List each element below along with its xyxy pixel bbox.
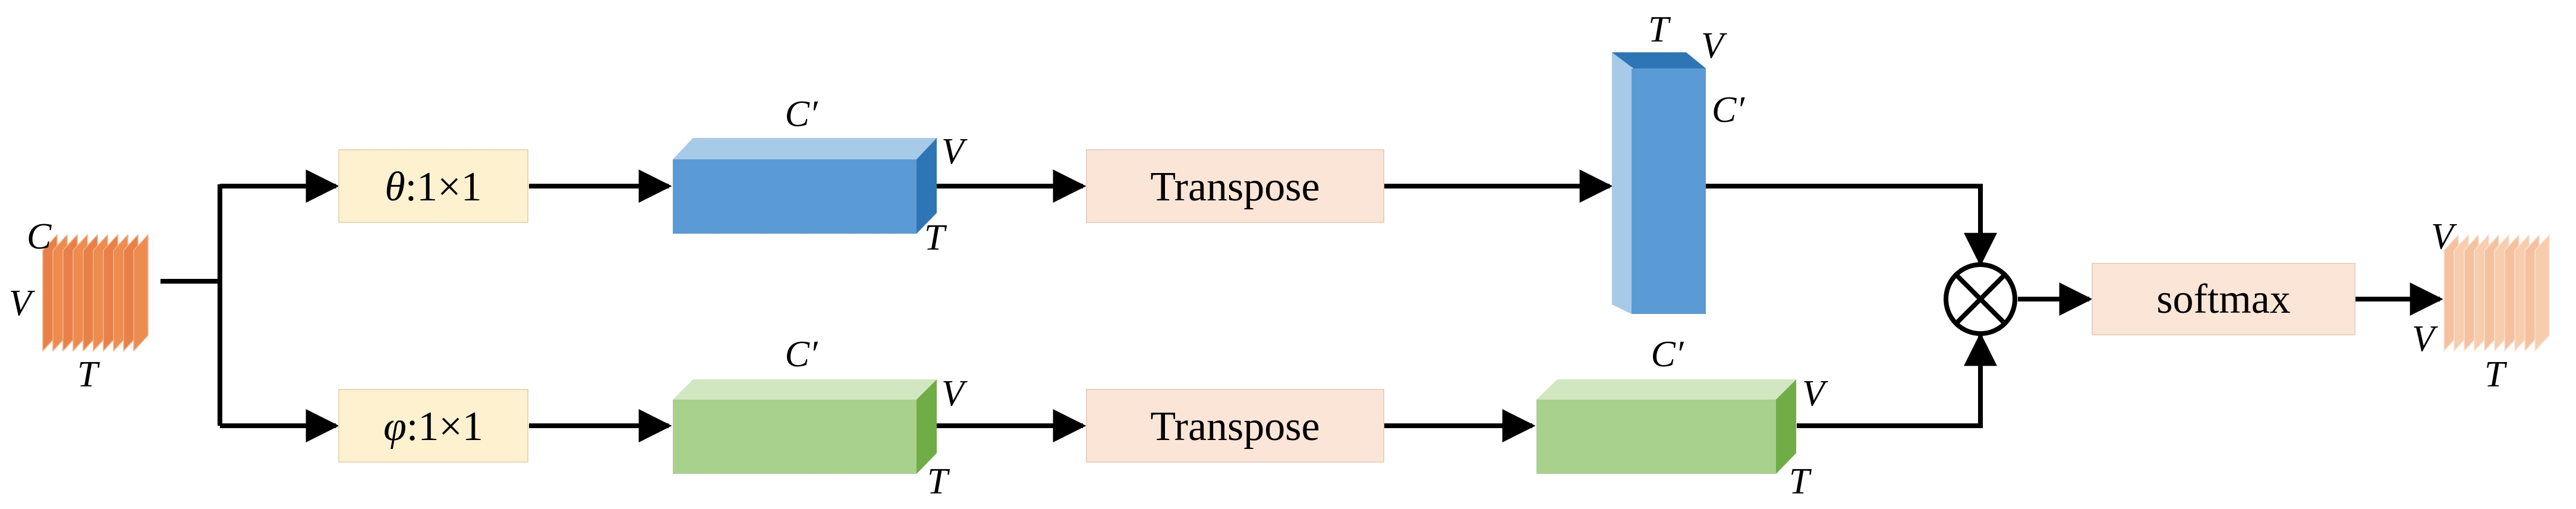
bottom-green-tensor-front-face [673, 400, 917, 474]
theta-conv-box: θ:1×1 [338, 149, 528, 223]
svg-text:θ:1×1: θ:1×1 [385, 164, 481, 210]
phi-symbol: φ [383, 404, 407, 450]
bottom-transposed-tensor-front-face [1536, 400, 1776, 474]
softmax-box: softmax [2092, 263, 2355, 335]
bottom-green-tensor-side-face [917, 379, 937, 474]
top-blue-tensor-side-face [917, 138, 937, 234]
input-tensor-slice-10 [133, 234, 149, 352]
multiply-cross-b [1954, 273, 2007, 325]
output-tensor-v-left-label: V [2412, 319, 2438, 359]
output-tensor-slices [2443, 234, 2550, 352]
transpose-bottom-box: Transpose [1086, 389, 1384, 463]
output-tensor-slice-10 [2534, 234, 2550, 352]
bottom-transposed-tensor-top-face [1536, 379, 1796, 400]
input-tensor-v-label: V [9, 283, 35, 323]
theta-conv-label: :1×1 [405, 164, 482, 210]
transpose-top-label: Transpose [1150, 164, 1320, 210]
phi-conv-box: φ:1×1 [338, 389, 528, 463]
input-tensor-slices [42, 234, 149, 352]
bottom-green-tensor-t-label: T [927, 461, 950, 502]
bottom-green-tensor-c-label: C′ [785, 334, 818, 375]
output-tensor-t-label: T [2484, 354, 2508, 395]
arrow-bottom-to-multiply [1797, 332, 1997, 428]
output-tensor: V V T [2412, 216, 2550, 395]
svg-text:φ:1×1: φ:1×1 [383, 404, 483, 450]
phi-conv-label: :1×1 [407, 404, 483, 450]
top-blue-tensor: C′ V T [673, 94, 968, 258]
transpose-bottom-label: Transpose [1150, 404, 1320, 450]
top-blue-tensor-v-label: V [941, 131, 968, 172]
input-tensor-c-label: C [27, 216, 52, 257]
bottom-transposed-tensor-c-label: C′ [1651, 334, 1684, 375]
top-transposed-tensor-t-label: T [1648, 10, 1671, 50]
bottom-green-tensor: C′ V T [673, 334, 968, 502]
top-transposed-tensor-v-label: V [1701, 26, 1727, 66]
top-blue-tensor-c-label: C′ [785, 94, 818, 134]
top-transposed-tensor-c-label: C′ [1712, 90, 1745, 130]
bottom-transposed-tensor-t-label: T [1789, 461, 1812, 502]
multiply-operator [1944, 262, 2017, 336]
input-tensor: C V T [9, 216, 149, 395]
theta-symbol: θ [385, 164, 405, 210]
bottom-green-tensor-v-label: V [941, 373, 968, 414]
bottom-transposed-tensor-v-label: V [1802, 373, 1828, 414]
top-transposed-tensor: T V C′ [1612, 10, 1745, 314]
top-blue-tensor-t-label: T [924, 218, 947, 258]
top-blue-tensor-front-face [673, 159, 917, 234]
top-transposed-tensor-left-face [1612, 52, 1632, 314]
softmax-label: softmax [2156, 277, 2291, 322]
bottom-transposed-tensor: C′ V T [1536, 334, 1828, 502]
bottom-transposed-tensor-side-face [1776, 379, 1796, 474]
top-transposed-tensor-top-face [1612, 52, 1706, 68]
output-tensor-v-top-label: V [2431, 216, 2457, 257]
top-transposed-tensor-front-face [1632, 68, 1706, 314]
top-blue-tensor-top-face [673, 138, 937, 159]
transpose-top-box: Transpose [1086, 149, 1384, 223]
bottom-green-tensor-top-face [673, 379, 937, 400]
input-tensor-t-label: T [77, 354, 100, 395]
connectors [160, 169, 2443, 442]
arrow-top-to-multiply [1706, 184, 1997, 266]
